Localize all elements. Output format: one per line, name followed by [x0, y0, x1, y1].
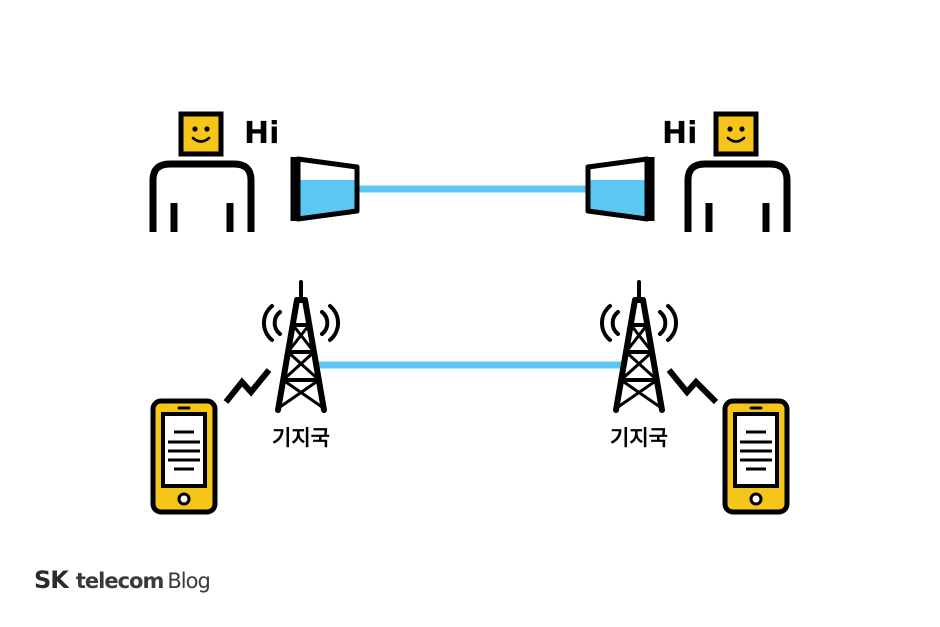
greeting-right: Hi [662, 116, 697, 151]
greeting-left: Hi [244, 116, 279, 151]
brand-logo: SK telecom Blog [34, 566, 211, 598]
right-tower-icon [599, 280, 679, 413]
left-tower-icon [261, 280, 341, 413]
left-signal-icon [223, 368, 272, 404]
right-phone-icon [722, 398, 790, 515]
right-signal-icon [666, 368, 719, 405]
tower-label-right: 기지국 [610, 426, 668, 450]
right-cup-icon [585, 156, 655, 222]
left-person-icon [149, 111, 255, 232]
left-phone-icon [150, 398, 218, 515]
brand-sk: SK [34, 566, 69, 594]
left-cup-icon [290, 156, 360, 222]
brand-blog: Blog [167, 569, 210, 593]
brand-telecom: telecom [75, 569, 164, 593]
right-person-icon [684, 111, 791, 232]
tower-label-left: 기지국 [272, 426, 330, 450]
